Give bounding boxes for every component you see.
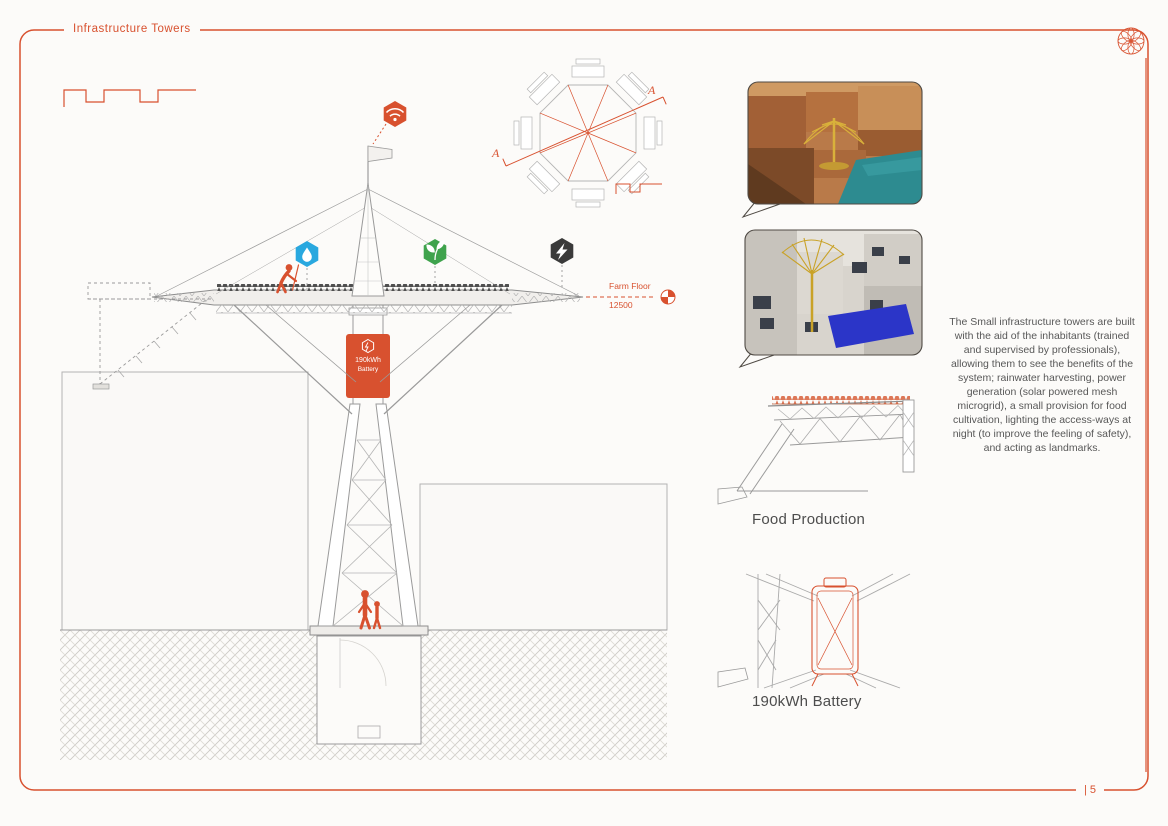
stair-steps (92, 312, 197, 390)
page-number: | 5 (1076, 784, 1105, 797)
meander-motif-plan (615, 183, 662, 194)
adult-figure (357, 590, 373, 630)
meander-motif-top (63, 89, 196, 107)
section-letter-a2: A (648, 83, 656, 97)
rosette-icon (1117, 27, 1145, 55)
signal-hex-icon (372, 101, 407, 145)
battery-hex-icon (361, 338, 375, 354)
tower-legs (317, 403, 419, 627)
plan-spokes (539, 84, 637, 182)
lightning-hex-icon (550, 238, 574, 290)
page-title: Infrastructure Towers (64, 22, 200, 37)
worker-figure (276, 264, 300, 294)
page-border (19, 29, 1149, 791)
description-paragraph: The Small infrastructure towers are buil… (949, 316, 1135, 454)
battery-capacity: 190kWh (355, 357, 381, 364)
battery-box-text: 190kWh Battery (346, 356, 390, 374)
context-buildings (61, 371, 668, 631)
detail-label-food-production: Food Production (752, 511, 866, 528)
section-marker-icon (660, 289, 676, 305)
detail-food-production (717, 396, 915, 505)
plan-view (502, 58, 667, 208)
detail-battery (717, 573, 911, 689)
water-drop-hex-icon (295, 241, 319, 289)
child-figure (372, 601, 382, 630)
basement-room (316, 635, 422, 745)
plan-benches (513, 58, 663, 208)
farm-floor-elevation: 12500 (609, 300, 633, 310)
section-line (502, 96, 667, 167)
detail-label-battery: 190kWh Battery (752, 693, 862, 710)
section-letter-a1: A (492, 146, 500, 160)
tower-mast (156, 145, 580, 297)
battery-box (346, 334, 390, 398)
access-stair-dashed (87, 282, 214, 385)
flag-icon (367, 145, 393, 162)
plant-hex-icon (423, 239, 447, 288)
farm-floor-callout (586, 289, 676, 305)
tower-render-desert (741, 81, 923, 219)
farm-floor-label: Farm Floor (609, 281, 651, 291)
tower-render-city (738, 229, 923, 369)
battery-word: Battery (357, 366, 379, 373)
